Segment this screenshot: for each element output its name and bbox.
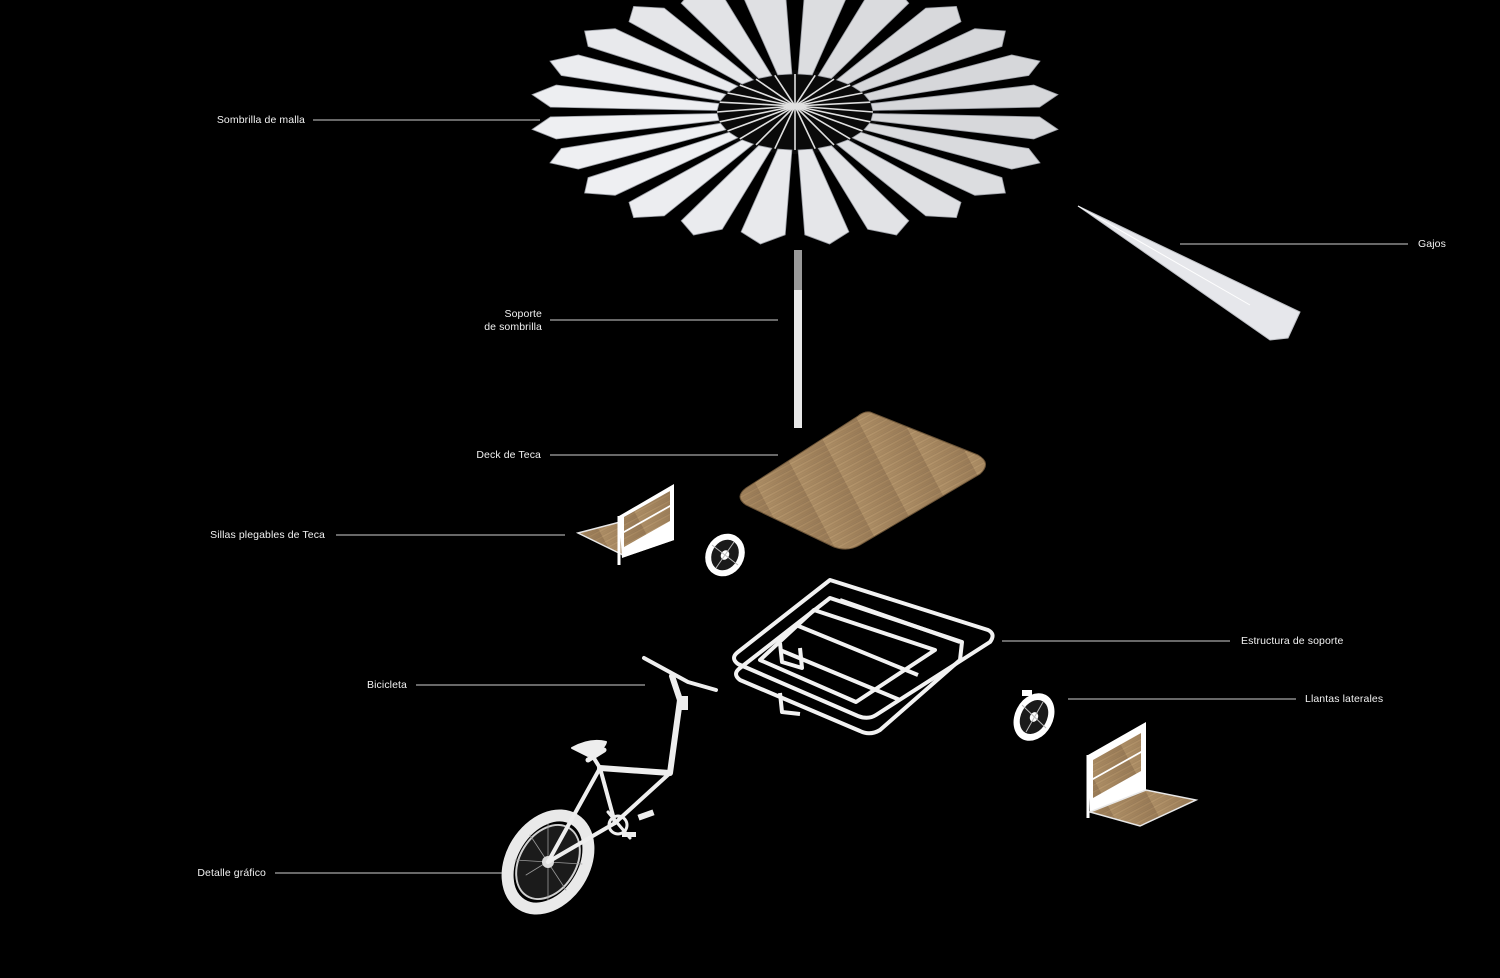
canopy-panel [851,131,1006,196]
canopy-rib [774,105,796,150]
canopy-panel [797,0,846,76]
canopy-panel [628,5,755,85]
label-estructura: Estructura de soporte [1241,635,1344,647]
canopy-rib [794,105,835,146]
canopy-rib [794,101,871,107]
label-llantas: Llantas laterales [1305,693,1384,705]
label-soporte: Soporte de sombrilla [484,308,542,334]
canopy-panel [531,113,720,140]
canopy-rib [794,105,816,150]
canopy-panel [740,148,793,245]
bicycle [501,656,718,915]
label-detalle: Detalle gráfico [197,867,266,879]
label-soporte-line1: Soporte [504,308,542,320]
canopy-panel [549,54,727,102]
canopy-rib [794,74,816,107]
canopy-rib [719,101,796,107]
canopy-panel [628,139,755,219]
side-wheel-right [1013,690,1055,741]
teak-deck [739,411,986,550]
canopy-panel [835,139,962,219]
canopy-panel [549,122,727,170]
canopy-rib [794,78,835,107]
leader-lines [275,119,1408,874]
canopy-panel [870,84,1059,111]
canopy-rib [716,105,796,113]
label-bicicleta: Bicicleta [367,679,407,691]
canopy-panel [851,28,1006,93]
canopy-rib [794,105,874,113]
canopy-rib [727,105,796,132]
canopy-rib [794,84,851,107]
canopy-rib [719,105,796,123]
canopy-rib [739,84,796,107]
umbrella-canopy [531,0,1059,245]
canopy-panel [835,5,962,85]
label-soporte-line2: de sombrilla [484,321,542,333]
canopy-panel [797,148,850,245]
umbrella-pole [794,250,802,428]
support-frame [732,578,995,736]
folding-chair-right [1086,722,1199,827]
canopy-panel [870,113,1059,140]
canopy-rib [794,105,863,132]
canopy-panel [863,54,1041,102]
canopy-panel [744,0,793,76]
label-deck: Deck de Teca [476,449,541,461]
canopy-rib [739,105,796,140]
canopy-panel [817,0,910,79]
label-sillas: Sillas plegables de Teca [210,529,325,541]
canopy-panel [584,28,739,93]
canopy-panel [680,0,773,79]
canopy-rib [794,105,851,140]
label-gajos: Gajos [1418,238,1446,250]
canopy-rib [755,105,796,146]
canopy-rib [755,78,796,107]
canopy-panel [863,122,1041,170]
label-sombrilla: Sombrilla de malla [216,114,305,126]
canopy-rib [794,92,863,107]
folding-chair-left [575,484,675,565]
canopy-panel [817,145,910,236]
canopy-rib [794,105,871,123]
canopy-rib [727,92,796,107]
canopy-panel [584,131,739,196]
canopy-rib [774,74,796,107]
side-wheel-left [705,533,745,577]
canopy-panel [531,84,720,111]
canopy-panel [680,145,773,236]
canopy-gore [1077,205,1301,341]
